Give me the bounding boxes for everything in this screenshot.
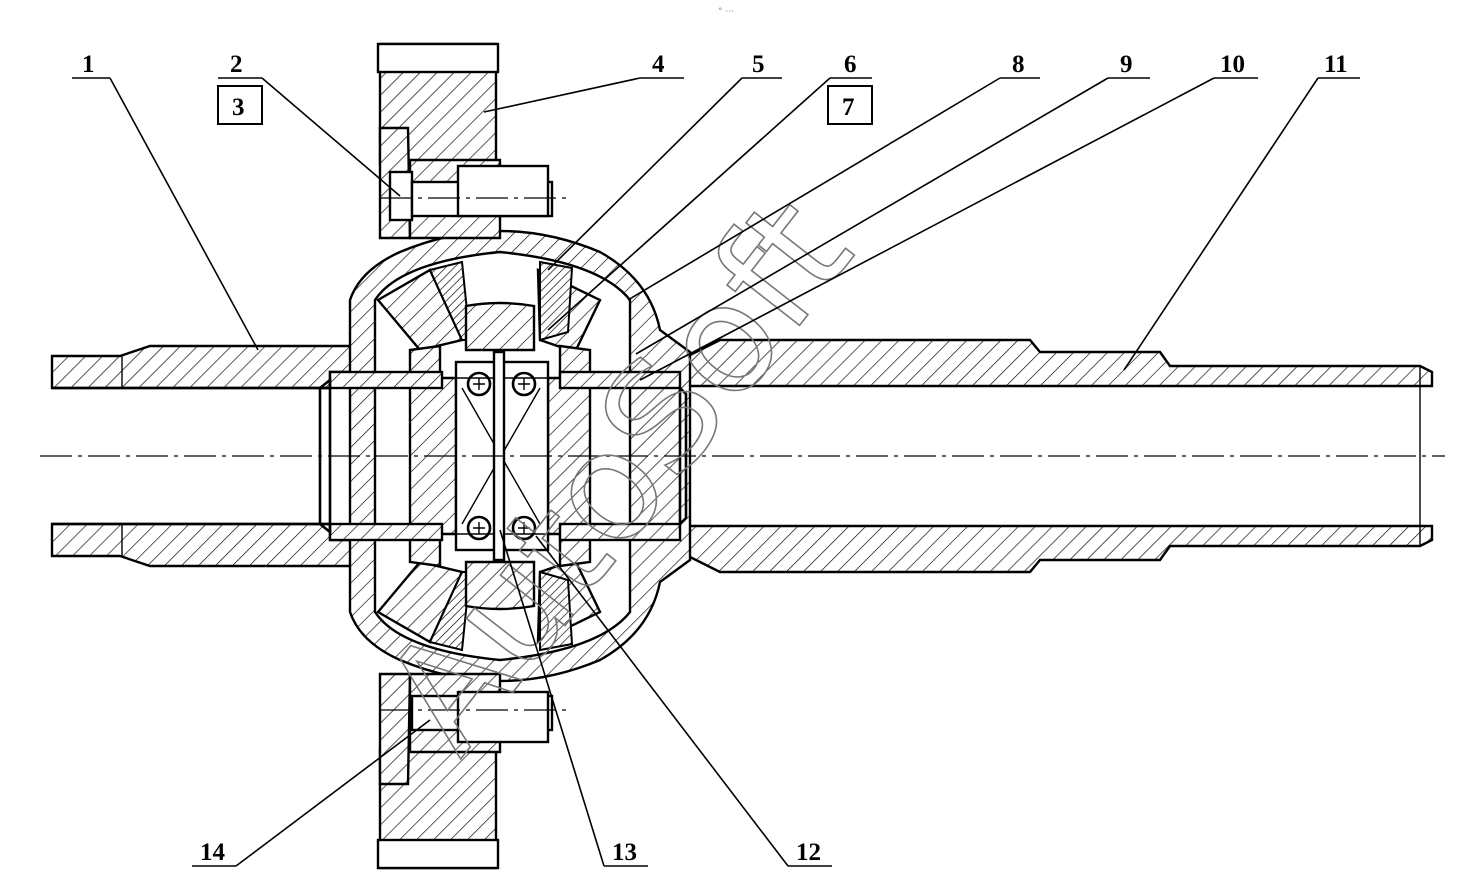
- callout-11: 11: [1324, 51, 1348, 78]
- callout-1: 1: [82, 51, 95, 78]
- bolt-upper: [380, 164, 570, 222]
- callout-4: 4: [652, 51, 665, 78]
- leader-lines: [72, 77, 1360, 867]
- callout-box-7: [827, 85, 873, 125]
- side-bushings: [318, 370, 688, 542]
- callout-2: 2: [230, 51, 243, 78]
- callout-9: 9: [1120, 51, 1133, 78]
- callout-5: 5: [752, 51, 765, 78]
- side-gear-lower: [376, 558, 602, 652]
- callout-13: 13: [612, 839, 637, 866]
- callout-12: 12: [796, 839, 821, 866]
- callout-10: 10: [1220, 51, 1245, 78]
- top-mark: ° ···: [718, 7, 734, 17]
- callout-3: 3: [232, 94, 245, 121]
- callout-8: 8: [1012, 51, 1025, 78]
- bolt-lower: [380, 690, 570, 744]
- callout-box-3: [217, 85, 263, 125]
- callout-7: 7: [842, 94, 855, 121]
- callout-6: 6: [844, 51, 857, 78]
- callout-labels: 1 2 3 4 5 6 7 8 9 10 11 12 13 14: [82, 51, 1348, 866]
- left-axle-shaft: [50, 337, 362, 575]
- callout-14: 14: [200, 839, 226, 866]
- right-axle-shaft: [678, 338, 1434, 574]
